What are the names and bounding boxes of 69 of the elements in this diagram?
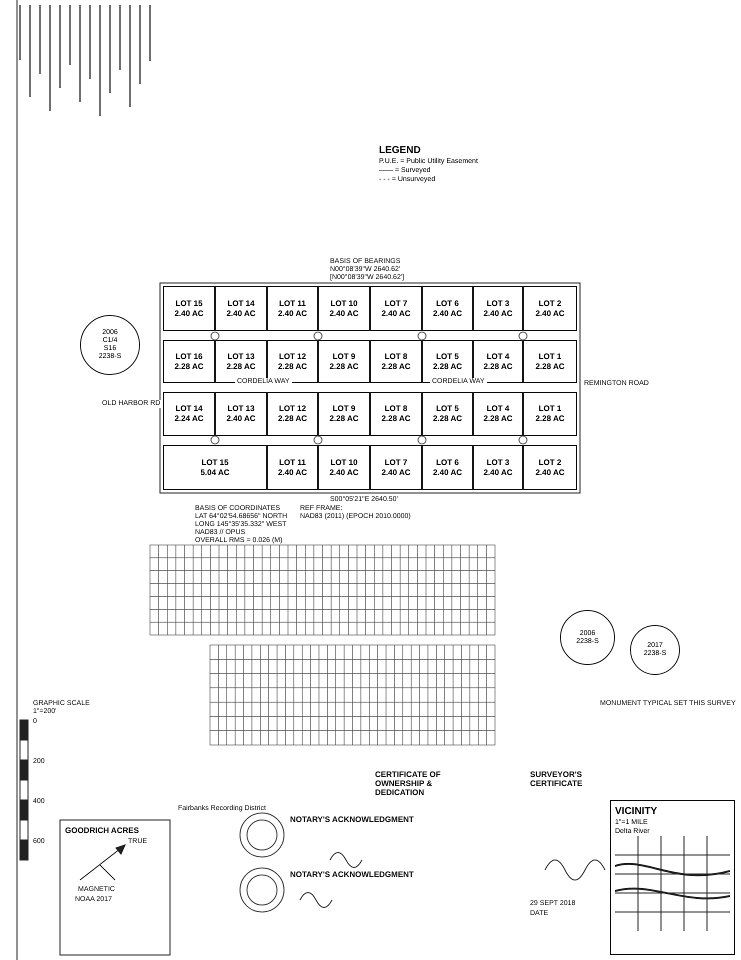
lot-area: 2.40 AC xyxy=(226,414,256,424)
certificate-heading: SURVEYOR'S CERTIFICATE xyxy=(530,770,584,788)
lot-area: 2.40 AC xyxy=(381,308,411,318)
lot-area: 2.40 AC xyxy=(329,308,359,318)
lot-area: 2.28 AC xyxy=(381,414,411,424)
lot-area: 2.28 AC xyxy=(329,362,359,372)
lot-number: LOT 16 xyxy=(175,352,203,362)
lot-area: 2.40 AC xyxy=(278,308,308,318)
lot-area: 2.40 AC xyxy=(483,308,513,318)
lot-area: 2.40 AC xyxy=(174,308,204,318)
lot-area: 2.40 AC xyxy=(432,308,462,318)
lot-area: 2.28 AC xyxy=(278,362,308,372)
lot-area: 5.04 AC xyxy=(200,468,230,478)
lot-number: LOT 8 xyxy=(384,404,408,414)
lot-number: LOT 14 xyxy=(175,404,203,414)
lot-area: 2.40 AC xyxy=(381,468,411,478)
lot-number: LOT 11 xyxy=(279,458,306,468)
lot-area: 2.28 AC xyxy=(278,414,308,424)
notary-heading: NOTARY'S ACKNOWLEDGMENT xyxy=(290,870,414,879)
lot-number: LOT 6 xyxy=(436,458,459,468)
lot-area: 2.28 AC xyxy=(226,362,256,372)
lot-number: LOT 12 xyxy=(278,404,306,414)
certificate-heading: CERTIFICATE OF OWNERSHIP & DEDICATION xyxy=(375,770,442,797)
lot-number: LOT 2 xyxy=(538,298,562,308)
lot-number: LOT 5 xyxy=(436,404,459,414)
lot-area: 2.28 AC xyxy=(432,414,462,424)
legend-title: LEGEND xyxy=(379,144,422,157)
lot-number: LOT 12 xyxy=(278,352,306,362)
subdivision-name: GOODRICH ACRES xyxy=(65,826,139,835)
lot-number: LOT 10 xyxy=(330,298,358,308)
lot-number: LOT 15 xyxy=(201,458,229,468)
lot-area: 2.40 AC xyxy=(535,308,565,318)
lot-area: 2.40 AC xyxy=(483,468,513,478)
lot-area: 2.28 AC xyxy=(483,414,513,424)
lot-area: 2.28 AC xyxy=(329,414,359,424)
lot-number: LOT 7 xyxy=(384,298,408,308)
lot-number: LOT 3 xyxy=(486,458,510,468)
lot-number: LOT 3 xyxy=(486,298,510,308)
lot-number: LOT 11 xyxy=(279,298,306,308)
lot-area: 2.24 AC xyxy=(174,414,204,424)
lot-number: LOT 13 xyxy=(227,404,255,414)
lot-area: 2.28 AC xyxy=(535,414,565,424)
lot-number: LOT 15 xyxy=(175,298,203,308)
lot-area: 2.28 AC xyxy=(535,362,565,372)
lot-number: LOT 6 xyxy=(436,298,459,308)
lot-number: LOT 7 xyxy=(384,458,408,468)
lot-area: 2.40 AC xyxy=(278,468,308,478)
lot-area: 2.40 AC xyxy=(535,468,565,478)
lot-number: LOT 4 xyxy=(486,404,510,414)
lot-number: LOT 2 xyxy=(538,458,562,468)
lot-area: 2.28 AC xyxy=(174,362,204,372)
lot-number: LOT 5 xyxy=(436,352,459,362)
map-title: VICINITY xyxy=(615,805,658,818)
lot-number: LOT 1 xyxy=(538,352,562,362)
lot-number: LOT 8 xyxy=(384,352,408,362)
notary-heading: NOTARY'S ACKNOWLEDGMENT xyxy=(290,815,414,824)
lot-area: 2.40 AC xyxy=(432,468,462,478)
lot-number: LOT 4 xyxy=(486,352,510,362)
lot-area: 2.28 AC xyxy=(432,362,462,372)
lot-area: 2.28 AC xyxy=(381,362,411,372)
lot-number: LOT 9 xyxy=(332,404,356,414)
lot-area: 2.28 AC xyxy=(483,362,513,372)
lot-number: LOT 14 xyxy=(227,298,255,308)
lot-number: LOT 9 xyxy=(332,352,356,362)
lot-number: LOT 1 xyxy=(538,404,562,414)
lot-area: 2.40 AC xyxy=(329,468,359,478)
lot-number: LOT 13 xyxy=(227,352,255,362)
lot-number: LOT 10 xyxy=(330,458,358,468)
lot-area: 2.40 AC xyxy=(226,308,256,318)
